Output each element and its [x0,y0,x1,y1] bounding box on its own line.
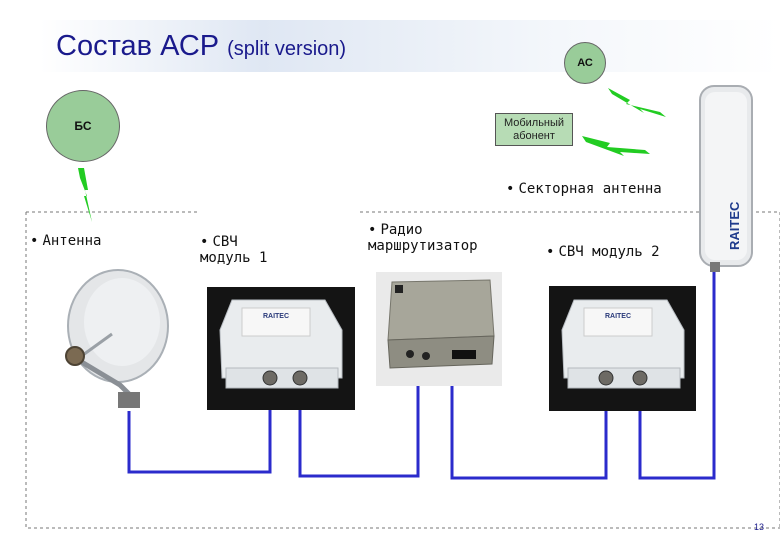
node-bs: БС [46,90,120,162]
module2-brand: RAITEC [605,313,631,320]
lightning-group [78,88,666,222]
bullet-icon: • [546,244,554,260]
label-router: •Радио маршрутизатор [368,222,478,254]
bullet-icon: • [506,181,514,197]
svch-module-1-photo: RAITEC [207,287,355,410]
label-svch1-line1: СВЧ [212,234,237,250]
label-svch2: •СВЧ модуль 2 [546,244,660,260]
bullet-icon: • [200,234,208,250]
sector-antenna-brand: RAITEC [727,201,742,250]
label-svch1-line2: модуль 1 [200,250,267,266]
label-sector-antenna: •Секторная антенна [506,181,662,197]
dish-antenna-photo [43,265,176,411]
label-router-line1: Радио [380,222,422,238]
lightning-bs-icon [78,168,92,222]
node-bs-label: БС [74,119,91,133]
label-svch2-text: СВЧ модуль 2 [558,244,659,260]
mobile-label-line1: Мобильный [496,117,572,130]
node-ac-label: АС [577,57,593,69]
label-antenna: •Антенна [30,233,101,249]
page-number: 13 [754,522,764,532]
label-sector-antenna-text: Секторная антенна [518,181,661,197]
node-ac: АС [564,42,606,84]
router-photo [376,272,502,386]
bullet-icon: • [368,222,376,238]
label-antenna-text: Антенна [42,233,101,249]
svch-module-2-photo: RAITEC [549,286,696,411]
module1-brand: RAITEC [263,313,289,320]
bullet-icon: • [30,233,38,249]
mobile-subscriber-box: Мобильный абонент [495,113,573,146]
lightning-mobile-icon [582,136,650,156]
label-svch1: •СВЧ модуль 1 [200,234,267,266]
label-router-line2: маршрутизатор [368,238,478,254]
mobile-label-line2: абонент [496,130,572,143]
lightning-ac-upper-icon [608,88,666,117]
sector-antenna-photo: RAITEC [700,86,752,272]
